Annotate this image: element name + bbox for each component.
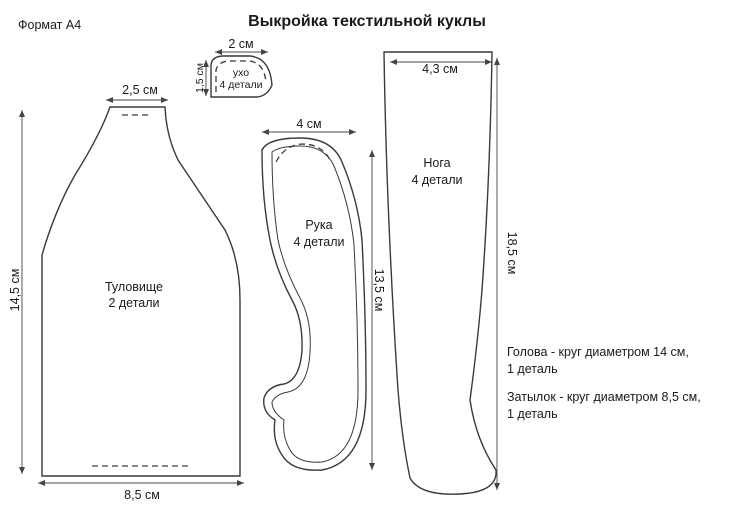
torso-bottom-width: 8,5 см: [124, 488, 160, 502]
arm-width-label: 4 см: [296, 117, 321, 131]
torso-height: 14,5 см: [8, 269, 22, 312]
format-label: Формат А4: [18, 18, 81, 32]
leg-count: 4 детали: [411, 173, 462, 187]
arm-height-label: 13,5 см: [372, 269, 386, 312]
arm-count: 4 детали: [293, 235, 344, 249]
page-title: Выкройка текстильной куклы: [248, 13, 486, 30]
leg-name: Нога: [423, 156, 450, 170]
ear-count: 4 детали: [220, 79, 263, 91]
torso-name: Туловище: [105, 280, 163, 294]
arm-piece: 4 см 13,5 см Рука 4 детали: [261, 117, 386, 471]
torso-count: 2 детали: [108, 296, 159, 310]
torso-top-width: 2,5 см: [122, 83, 158, 97]
ear-name: ухо: [233, 67, 249, 79]
notes-block: Голова - круг диаметром 14 см, 1 деталь …: [507, 345, 701, 421]
torso-piece: 2,5 см 14,5 см 8,5 см Туловище 2 детали: [8, 83, 244, 502]
nape-note-line2: 1 деталь: [507, 407, 558, 421]
leg-width-label: 4,3 см: [422, 62, 458, 76]
ear-piece: 2 см 1,5 см ухо 4 детали: [194, 37, 273, 98]
ear-width-label: 2 см: [228, 37, 253, 51]
nape-note-line1: Затылок - круг диаметром 8,5 см,: [507, 390, 701, 404]
ear-height-label: 1,5 см: [194, 63, 206, 93]
arm-name: Рука: [305, 218, 332, 232]
head-note-line1: Голова - круг диаметром 14 см,: [507, 345, 689, 359]
leg-piece: 4,3 см 18,5 см Нога 4 детали: [383, 51, 519, 495]
head-note-line2: 1 деталь: [507, 362, 558, 376]
leg-height-label: 18,5 см: [505, 232, 519, 275]
